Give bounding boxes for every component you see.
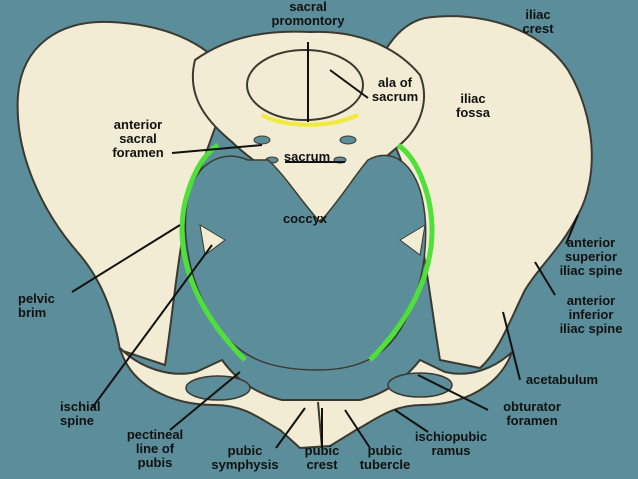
label-pubic-crest: pubic crest bbox=[304, 443, 340, 472]
label-pubic-tubercle: pubic tubercle bbox=[359, 443, 411, 472]
pelvic-brim-line bbox=[179, 142, 247, 362]
right-obturator-foramen bbox=[387, 372, 453, 398]
leader-anterior-sacral-foramen bbox=[171, 144, 263, 154]
label-anterior-sacral-foramen: anterior sacral foramen bbox=[112, 117, 164, 160]
sacral-promontory-line bbox=[261, 113, 359, 127]
label-anterior-inferior-iliac-spine: anterior inferior iliac spine bbox=[559, 293, 623, 336]
leader-pelvic-brim bbox=[71, 224, 181, 293]
label-obturator-foramen: obturator foramen bbox=[503, 399, 561, 428]
label-sacrum: sacrum bbox=[283, 149, 331, 164]
leader-ischiopubic-ramus bbox=[394, 409, 429, 433]
leader-anterior-superior-iliac-spine bbox=[565, 214, 579, 245]
left-obturator-foramen bbox=[185, 375, 251, 401]
label-pectineal-line-of-pubis: pectineal line of pubis bbox=[126, 427, 184, 470]
leader-acetabulum bbox=[502, 311, 521, 381]
leader-pubic-symphysis bbox=[275, 407, 306, 449]
label-ala-of-sacrum: ala of sacrum bbox=[371, 75, 419, 104]
label-sacral-promontory: sacral promontory bbox=[271, 0, 345, 28]
label-iliac-crest: iliac crest bbox=[522, 7, 554, 36]
leader-pectineal-line bbox=[169, 371, 241, 431]
sacral-base bbox=[246, 49, 364, 121]
leader-pubic-tubercle bbox=[344, 409, 371, 449]
label-ischiopubic-ramus: ischiopubic ramus bbox=[414, 429, 488, 458]
label-anterior-superior-iliac-spine: anterior superior iliac spine bbox=[559, 235, 623, 278]
leader-ala-of-sacrum bbox=[329, 69, 369, 99]
label-pubic-symphysis: pubic symphysis bbox=[211, 443, 279, 472]
label-ischial-spine: ischial spine bbox=[60, 399, 101, 428]
sacral-foramen-1 bbox=[253, 135, 271, 145]
label-acetabulum: acetabulum bbox=[525, 372, 599, 387]
label-pelvic-brim: pelvic brim bbox=[18, 291, 55, 320]
pelvic-brim-line-right bbox=[368, 142, 435, 362]
leader-anterior-inferior-iliac-spine bbox=[534, 261, 556, 296]
leader-ischial-spine bbox=[91, 244, 213, 409]
right-ischial-spine bbox=[399, 224, 426, 256]
pelvic-inlet bbox=[184, 154, 427, 371]
label-iliac-fossa: iliac fossa bbox=[456, 91, 490, 120]
label-coccyx: coccyx bbox=[282, 211, 328, 226]
left-ischial-spine bbox=[199, 224, 226, 256]
leader-lines bbox=[71, 42, 579, 449]
sacral-foramen-2 bbox=[339, 135, 357, 145]
leader-obturator-foramen bbox=[417, 374, 489, 411]
